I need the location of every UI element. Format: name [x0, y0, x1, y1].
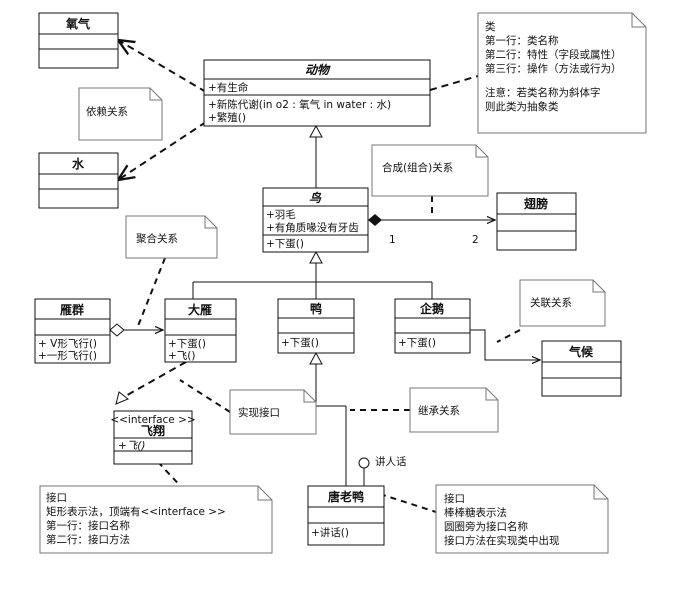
class-water-name: 水: [72, 156, 85, 171]
inherit-triangle-bird: [309, 250, 323, 264]
class-wing-name: 翅膀: [523, 196, 548, 211]
note-association: 关联关系: [519, 279, 606, 327]
class-penguin-op-0: +下蛋(): [398, 337, 436, 349]
class-goose-op-0: +下蛋(): [168, 338, 206, 350]
note-dependency: 依赖关系: [78, 87, 163, 141]
class-goose-op-1: +飞(): [168, 350, 196, 362]
class-penguin: 企鹅 +下蛋(): [394, 298, 471, 354]
class-animal-op-1: +繁殖(): [208, 111, 246, 124]
class-duck-op-0: +下蛋(): [281, 337, 319, 349]
class-climate: 气候: [541, 340, 622, 397]
note-class-desc-line-0: 类: [485, 20, 496, 33]
aggregation-diamond: [109, 323, 125, 337]
note-association-text: 关联关系: [530, 296, 572, 309]
lollipop-circle: [358, 457, 370, 469]
class-flock-name: 雁群: [60, 302, 84, 317]
note-dependency-text: 依赖关系: [86, 105, 128, 118]
realize-line: [121, 361, 187, 399]
interface-fly-name: 飞翔: [141, 423, 165, 438]
class-duck-name: 鸭: [310, 301, 322, 316]
class-donald-op-0: +讲话(): [311, 526, 349, 539]
realize-note-anchor: [179, 379, 231, 413]
note-class-desc-line-5: 注意：若类名称为斜体字: [485, 86, 601, 99]
note-class-desc-line-6: 则此类为抽象类: [485, 100, 559, 113]
aggregation-note-anchor: [137, 257, 166, 327]
class-donald: 唐老鸭 +讲话(): [307, 485, 385, 546]
class-flock: 雁群 + V形飞行() +一形飞行(): [34, 298, 111, 364]
note-class-desc-line-1: 第一行：类名称: [485, 34, 559, 47]
note-inherit-text: 继承关系: [418, 404, 460, 417]
class-goose: 大雁 +下蛋() +飞(): [164, 298, 237, 363]
interface-fly: <<interface >> 飞翔 +飞(): [110, 410, 196, 465]
note-interface-rect-line-0: 接口: [46, 491, 67, 504]
note-class-desc: 类 第一行：类名称 第二行：特性（字段或属性） 第三行：操作（方法或行为） 注意…: [477, 12, 647, 134]
multiplicity-1: 1: [389, 234, 396, 246]
class-donald-name: 唐老鸭: [328, 489, 364, 504]
interface-fly-stereotype: <<interface >>: [110, 414, 195, 426]
class-goose-name: 大雁: [188, 302, 212, 317]
class-animal-name: 动物: [305, 63, 331, 77]
note-interface-lollipop-line-1: 棒棒糖表示法: [444, 506, 507, 519]
note-interface-rect: 接口 矩形表示法，顶端有<<interface >> 第一行：接口名称 第二行：…: [39, 485, 273, 554]
note-interface-lollipop-line-0: 接口: [444, 492, 465, 505]
note-interface-lollipop-line-2: 圆圈旁为接口名称: [444, 520, 528, 533]
class-wing: 翅膀: [496, 192, 577, 251]
class-bird-op-0: +下蛋(): [266, 238, 304, 250]
note-composition: 合成(组合)关系: [371, 144, 489, 197]
class-bird-attr-1: +有角质喙没有牙齿: [266, 221, 359, 234]
note-interface-rect-line-2: 第一行：接口名称: [46, 519, 130, 532]
interface-lollipop-note-anchor: [379, 493, 437, 513]
note-composition-text: 合成(组合)关系: [382, 161, 453, 174]
note-realize-text: 实现接口: [238, 406, 280, 419]
class-climate-name: 气候: [568, 344, 594, 359]
class-oxygen-name: 氧气: [65, 16, 90, 31]
note-interface-lollipop: 接口 棒棒糖表示法 圆圈旁为接口名称 接口方法在实现类中出现: [435, 484, 609, 554]
note-interface-rect-line-1: 矩形表示法，顶端有<<interface >>: [46, 505, 226, 518]
association-note-anchor: [496, 329, 521, 343]
note-interface-lollipop-line-3: 接口方法在实现类中出现: [444, 534, 560, 547]
dependency-water-line: [118, 121, 207, 180]
class-animal-op-0: +新陈代谢(in o2 : 氧气 in water : 水): [208, 98, 391, 111]
realize-triangle: [115, 391, 129, 405]
class-bird: 鸟 +羽毛 +有角质喙没有牙齿 +下蛋(): [262, 187, 369, 253]
class-flock-op-1: +一形飞行(): [38, 349, 97, 362]
class-bird-attr-0: +羽毛: [266, 209, 296, 221]
class-animal-attr-0: +有生命: [208, 81, 249, 94]
class-oxygen: 氧气: [38, 12, 119, 69]
multiplicity-2: 2: [472, 234, 479, 246]
class-water: 水: [38, 152, 119, 209]
note-aggregation: 聚合关系: [125, 215, 218, 259]
association-line: [470, 329, 540, 360]
class-note-anchor: [429, 75, 479, 91]
inherit-triangle-duck: [309, 351, 323, 365]
class-duck: 鸭 +下蛋(): [277, 298, 355, 354]
lollipop-label: 讲人话: [375, 455, 407, 468]
interface-fly-op-0: +飞(): [118, 440, 146, 452]
class-animal: 动物 +有生命 +新陈代谢(in o2 : 氧气 in water : 水) +…: [203, 59, 431, 127]
note-interface-rect-line-3: 第二行：接口方法: [46, 533, 130, 546]
class-flock-op-0: + V形飞行(): [38, 337, 97, 350]
note-inherit: 继承关系: [409, 387, 499, 433]
note-class-desc-line-2: 第二行：特性（字段或属性）: [485, 48, 622, 61]
dependency-oxygen-line: [118, 40, 207, 93]
composition-diamond: [368, 214, 382, 226]
note-realize: 实现接口: [229, 389, 317, 435]
inherit-triangle-animal: [309, 124, 323, 138]
note-aggregation-text: 聚合关系: [136, 232, 178, 245]
class-bird-name: 鸟: [309, 191, 322, 205]
note-class-desc-line-3: 第三行：操作（方法或行为）: [485, 62, 622, 75]
class-penguin-name: 企鹅: [419, 301, 444, 316]
